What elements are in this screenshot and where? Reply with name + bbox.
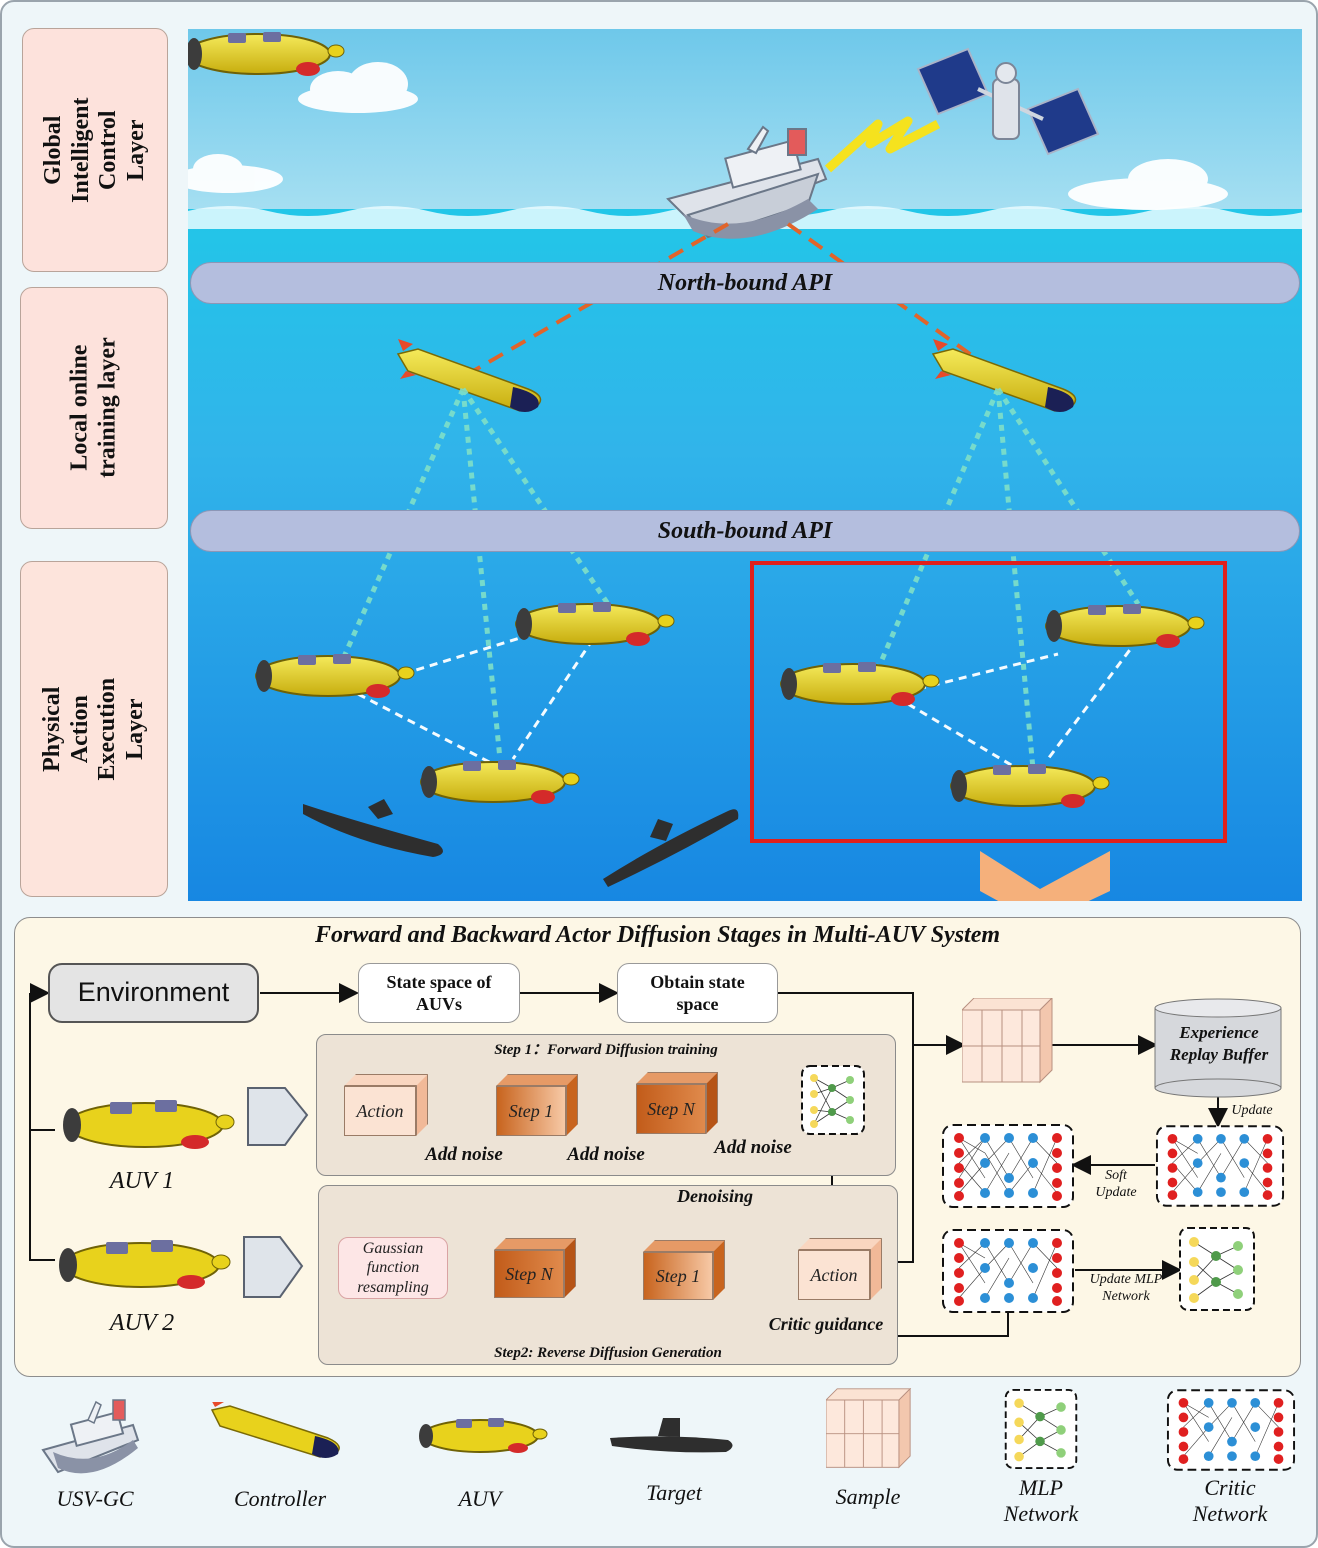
local-layer-label: Local online training layer xyxy=(20,287,168,529)
legend-auv-label: AUV xyxy=(458,1486,502,1511)
critic-network-icon xyxy=(942,1124,1074,1208)
legend-sample-label: Sample xyxy=(835,1484,901,1509)
state-space-box: State space of AUVs xyxy=(358,963,520,1023)
target-submarine-icon xyxy=(303,799,443,857)
legend-controller-label: Controller xyxy=(233,1486,327,1511)
north-bound-api-bar: North-bound API xyxy=(190,262,1300,304)
step1-cube: Step 1 xyxy=(643,1240,725,1300)
critic-network-icon xyxy=(1155,1125,1285,1207)
legend-usv-label: USV-GC xyxy=(56,1486,134,1511)
signal-bolt-icon xyxy=(824,116,941,173)
target-submarine-icon xyxy=(610,1418,733,1453)
critic-guidance-label: Critic guidance xyxy=(768,1314,884,1334)
soft-update-label: Soft Update xyxy=(1095,1168,1137,1200)
auv-mesh-links xyxy=(357,632,1140,771)
legend-mlp-label: MLP Network xyxy=(1003,1475,1079,1527)
chevron-down-icon xyxy=(980,851,1110,901)
highlight-box xyxy=(750,561,1227,843)
auv1-icon xyxy=(63,1100,235,1149)
link-line xyxy=(786,222,1000,376)
update-mlp-label: Update MLP Network xyxy=(1089,1272,1163,1304)
ocean-scene xyxy=(188,29,1302,901)
denoising-label: Denoising xyxy=(676,1186,754,1206)
auv2-label: AUV 2 xyxy=(109,1310,175,1336)
replay-buffer-label: Experience Replay Buffer xyxy=(1169,1023,1269,1065)
controller-icon xyxy=(396,339,542,412)
legend-critic-label: Critic Network xyxy=(1192,1475,1268,1527)
critic-network-icon xyxy=(942,1229,1074,1313)
mlp-network-icon xyxy=(801,1065,865,1135)
auv-icon xyxy=(188,32,345,76)
auv1-label: AUV 1 xyxy=(109,1168,175,1194)
replay-buffer-icon xyxy=(1154,998,1282,1098)
stepN-cube: Step N xyxy=(636,1072,718,1134)
step1-title: Step 1：Forward Diffusion training xyxy=(494,1042,718,1058)
satellite-icon xyxy=(916,47,1100,156)
step2-title: Step2: Reverse Diffusion Generation xyxy=(494,1345,722,1361)
add-noise-label: Add noise xyxy=(567,1144,645,1165)
mlp-network-icon xyxy=(1179,1227,1255,1311)
critic-network-icon xyxy=(1166,1389,1296,1471)
auv-icon xyxy=(419,1418,548,1453)
mlp-network-icon xyxy=(1004,1388,1078,1470)
sample-icon xyxy=(826,1388,912,1469)
panel-title: Forward and Backward Actor Diffusion Sta… xyxy=(314,922,1001,948)
target-submarine-icon xyxy=(603,809,739,887)
controller-icon xyxy=(931,339,1077,412)
usv-icon xyxy=(41,1399,140,1474)
stepN-cube: Step N xyxy=(494,1238,576,1298)
cloud-icon xyxy=(188,62,1228,210)
update-label: Update xyxy=(1231,1103,1273,1118)
environment-box: Environment xyxy=(48,963,259,1023)
action-cube: Action xyxy=(798,1238,882,1300)
global-layer-label: Global Intelligent Control Layer xyxy=(22,28,168,272)
sample-icon xyxy=(962,998,1053,1084)
auv2-icon xyxy=(59,1240,231,1289)
south-bound-api-bar: South-bound API xyxy=(190,510,1300,552)
add-noise-label: Add noise xyxy=(714,1137,792,1158)
gaussian-resampling-box: Gaussian function resampling xyxy=(338,1237,448,1299)
action-cube: Action xyxy=(344,1074,428,1136)
controller-icon xyxy=(210,1402,340,1458)
add-noise-label: Add noise xyxy=(425,1144,503,1165)
legend-target-label: Target xyxy=(646,1480,702,1505)
ocean-scene-art xyxy=(188,29,1302,901)
obtain-state-box: Obtain state space xyxy=(617,963,778,1023)
step1-cube: Step 1 xyxy=(496,1074,578,1136)
physical-layer-label: Physical Action Execution Layer xyxy=(20,561,168,897)
